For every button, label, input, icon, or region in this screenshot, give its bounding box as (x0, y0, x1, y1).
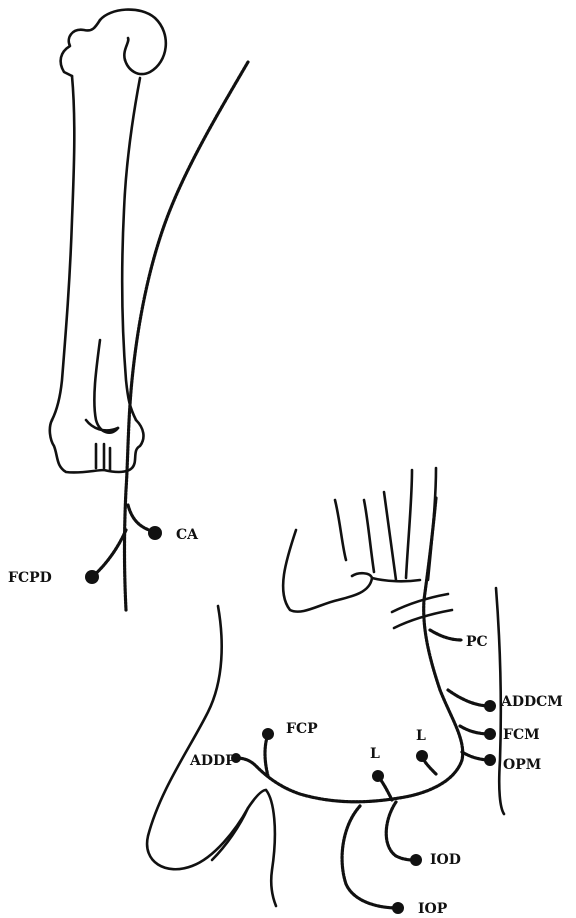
label-fcpd: FCPD (8, 570, 52, 586)
l-right-terminal-dot (416, 750, 428, 762)
label-ca: CA (176, 527, 199, 543)
fcpd-terminal-dot (85, 570, 99, 584)
fcp-terminal-dot (262, 728, 274, 740)
opm-terminal-dot (484, 754, 496, 766)
humerus-bone (50, 10, 166, 473)
label-fcm: FCM (503, 727, 540, 743)
iop-terminal-dot (392, 902, 404, 914)
label-pc: PC (466, 634, 488, 650)
fcm-terminal-dot (484, 728, 496, 740)
label-iod: IOD (430, 852, 461, 868)
label-addcm: ADDCM (500, 694, 563, 710)
ca-terminal-dot (148, 526, 162, 540)
hand-outline (147, 468, 504, 906)
label-fcp: FCP (286, 721, 318, 737)
label-iop: IOP (418, 901, 448, 917)
addcm-terminal-dot (484, 700, 496, 712)
label-l-right: L (416, 728, 426, 744)
label-l-left: L (370, 746, 380, 762)
iod-terminal-dot (410, 854, 422, 866)
upper-nerve-trunk (85, 62, 248, 610)
label-opm: OPM (503, 757, 541, 773)
l-left-terminal-dot (372, 770, 384, 782)
label-addp: ADDP (189, 753, 236, 769)
